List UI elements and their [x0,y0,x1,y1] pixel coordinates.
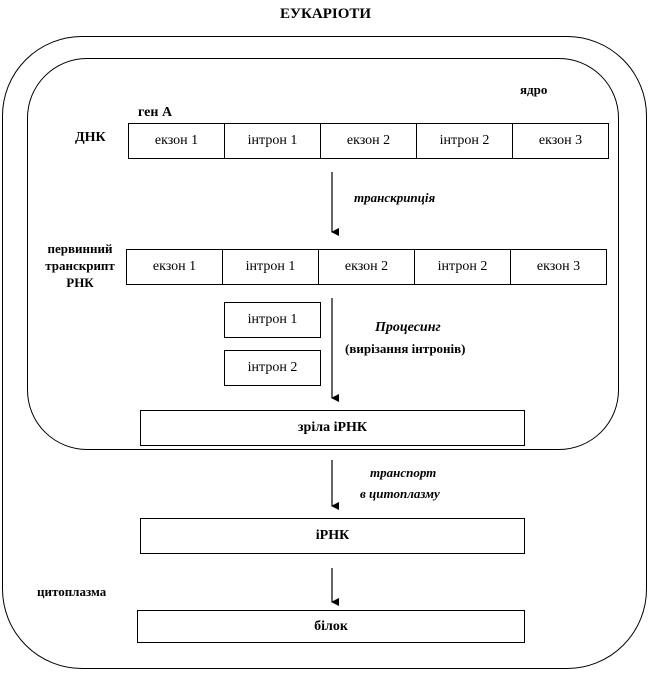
transport-label-line1: транспорт [370,465,437,480]
processing-subtitle: (вирізання інтронів) [345,341,466,356]
dna-segment: екзон 1 [129,124,225,158]
primary-segment: інтрон 2 [415,250,511,284]
primary-transcript-label: первинний транскрипт РНК [45,241,115,290]
dna-label: ДНК [75,130,106,145]
cytoplasm-label: цитоплазма [37,584,107,599]
dna-strip: екзон 1 інтрон 1 екзон 2 інтрон 2 екзон … [128,123,609,159]
excised-intron-box: інтрон 2 [224,350,321,386]
transcription-label: транскрипція [354,190,436,205]
mature-rna-box: зріла іРНК [140,410,525,446]
primary-segment: екзон 2 [319,250,415,284]
primary-segment: інтрон 1 [223,250,319,284]
cell-boundary [2,36,647,669]
nucleus-label: ядро [520,82,548,97]
primary-transcript-strip: екзон 1 інтрон 1 екзон 2 інтрон 2 екзон … [126,249,607,285]
processing-title: Процесинг [375,320,441,335]
nucleus-boundary [27,58,619,450]
excised-intron-box: інтрон 1 [224,302,321,338]
mrna-box: іРНК [140,518,525,554]
diagram-title: ЕУКАРІОТИ [279,6,372,22]
dna-segment: екзон 3 [538,133,583,148]
protein-box: білок [137,610,525,643]
gene-label: ген А [138,105,173,120]
primary-segment: екзон 1 [127,250,223,284]
primary-segment: екзон 3 [536,259,581,274]
dna-segment: екзон 2 [321,124,417,158]
transport-label-line2: в цитоплазму [360,486,440,501]
dna-segment: інтрон 2 [417,124,513,158]
dna-segment: інтрон 1 [225,124,321,158]
